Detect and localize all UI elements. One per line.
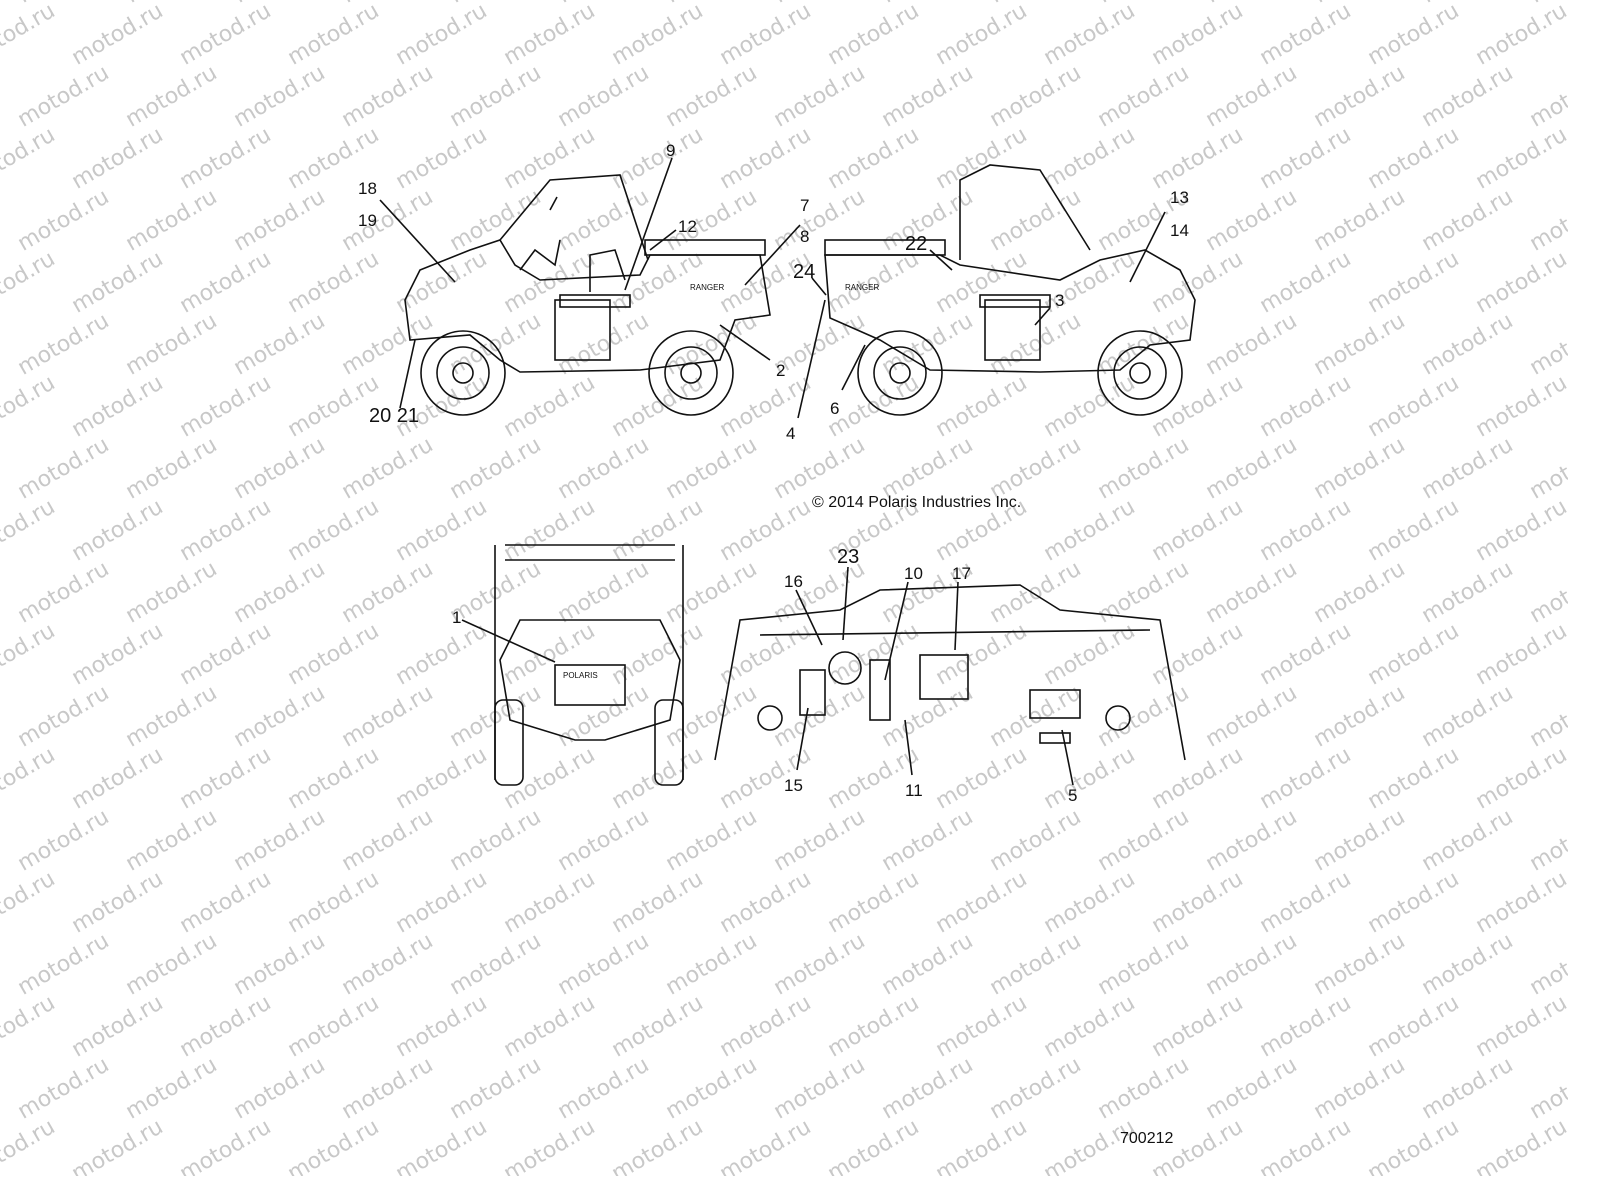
callout-2: 2: [776, 361, 786, 380]
vehicle-front-view: POLARIS: [461, 544, 684, 786]
callout-19: 19: [358, 211, 377, 230]
parts-diagram: RANGER RANGER POLARIS: [379, 157, 1196, 786]
callout-5: 5: [1068, 786, 1078, 805]
vehicle-right-side-view: RANGER: [797, 164, 1196, 419]
callout-24: 24: [793, 261, 816, 283]
callout-13: 13: [1170, 188, 1189, 207]
callout-17: 17: [952, 564, 971, 583]
callout-11: 11: [905, 781, 923, 800]
copyright-text: © 2014 Polaris Industries Inc.: [812, 494, 1022, 511]
svg-text:RANGER: RANGER: [845, 283, 879, 292]
callout-18: 18: [358, 179, 377, 198]
callout-10: 10: [904, 564, 923, 583]
svg-text:RANGER: RANGER: [690, 283, 724, 292]
callout-16: 16: [784, 572, 803, 591]
callout-3: 3: [1055, 291, 1065, 310]
callout-1: 1: [452, 608, 462, 627]
callout-15: 15: [784, 776, 803, 795]
callout-14: 14: [1170, 221, 1189, 240]
callout-8: 8: [800, 227, 810, 246]
callout-12: 12: [678, 217, 697, 236]
svg-text:POLARIS: POLARIS: [563, 671, 598, 680]
diagram-part-number: 700212: [1120, 1130, 1174, 1147]
vehicle-left-side-view: RANGER: [379, 157, 801, 416]
callout-7: 7: [800, 196, 810, 215]
callout-23: 23: [837, 546, 860, 568]
callout-4: 4: [786, 424, 796, 443]
callout-9: 9: [666, 141, 676, 160]
dashboard-view: [714, 566, 1186, 786]
callout-6: 6: [830, 399, 840, 418]
callout-20-21: 20 21: [369, 405, 420, 427]
callout-22: 22: [905, 233, 928, 255]
